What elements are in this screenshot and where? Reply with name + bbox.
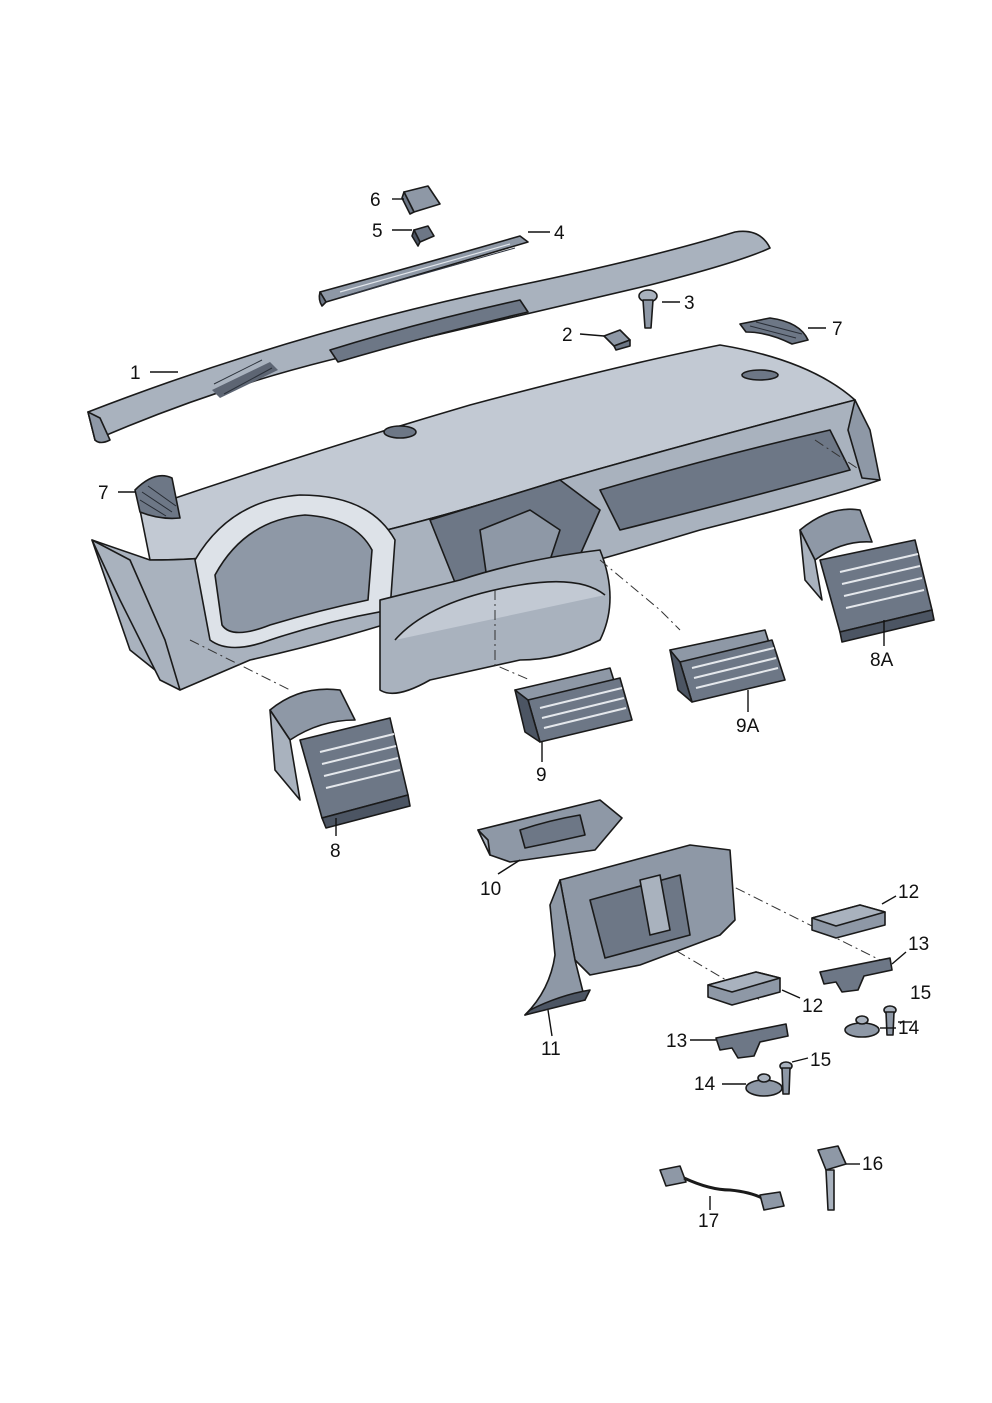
callout-1: 1 [130,363,141,384]
dashboard-carrier [91,344,881,695]
callout-9a: 9A [736,716,760,737]
callout-3: 3 [684,293,695,314]
part-9a-center-air-vent [669,629,786,703]
vent-9a-slats [691,647,779,689]
speaker-grille-pattern [212,359,278,398]
callout-5: 5 [372,221,383,242]
callout-labels: 1 2 3 4 5 6 7 7 8 8A 9 9A 10 11 12 12 13… [98,190,931,1232]
callout-12-mid: 12 [802,996,823,1017]
callout-11: 11 [541,1039,561,1060]
part-8a-right-air-vent [799,508,935,643]
callout-13-top: 13 [908,934,929,955]
callout-7-left: 7 [98,483,109,504]
callout-9: 9 [536,765,547,786]
vent-8a-slats [839,553,925,609]
vent-8-slats [319,733,401,789]
callout-13-low: 13 [666,1031,687,1052]
callout-10: 10 [480,879,501,900]
part-13-lower-bracket [715,1023,789,1059]
callout-16: 16 [862,1154,883,1175]
part-17-wiring-harness [659,1165,785,1211]
part-6-cover-cap [401,185,441,215]
callout-8: 8 [330,841,341,862]
part-7-left-side-grille [134,474,181,520]
part-3-screw [638,289,658,329]
part-12-upper-mount [811,904,886,939]
part-16-sensor [817,1145,847,1211]
part-15-upper-bolt [883,1005,897,1036]
callout-8a: 8A [870,650,894,671]
callout-17: 17 [698,1211,719,1232]
part-1-dash-top-cover [87,230,771,444]
vent-9-slats [539,687,627,729]
part-11-center-carrier [524,844,736,1016]
callout-6: 6 [370,190,381,211]
part-12-middle-mount [707,971,781,1006]
callout-12-top: 12 [898,882,919,903]
part-7-right-side-grille [739,317,809,345]
callout-14-top: 14 [898,1018,920,1039]
part-9-center-air-vent [514,667,633,743]
part-13-upper-bracket [819,957,893,993]
callout-15-low: 15 [810,1050,831,1071]
part-4-defroster-vent [318,235,529,307]
callout-14-low: 14 [694,1074,716,1095]
callout-7-right: 7 [832,319,843,340]
callout-4: 4 [554,223,565,244]
leader-lines [118,198,912,1210]
part-5-clip [411,225,435,247]
part-14-upper-pad [844,1015,880,1038]
part-10-bracket [477,799,623,863]
callout-15-top: 15 [910,983,931,1004]
part-8-left-air-vent [269,688,411,829]
part-14-lower-pad [745,1073,783,1097]
part-15-lower-bolt [779,1061,793,1095]
callout-2: 2 [562,325,573,346]
part-2-clip-nut [603,329,631,351]
